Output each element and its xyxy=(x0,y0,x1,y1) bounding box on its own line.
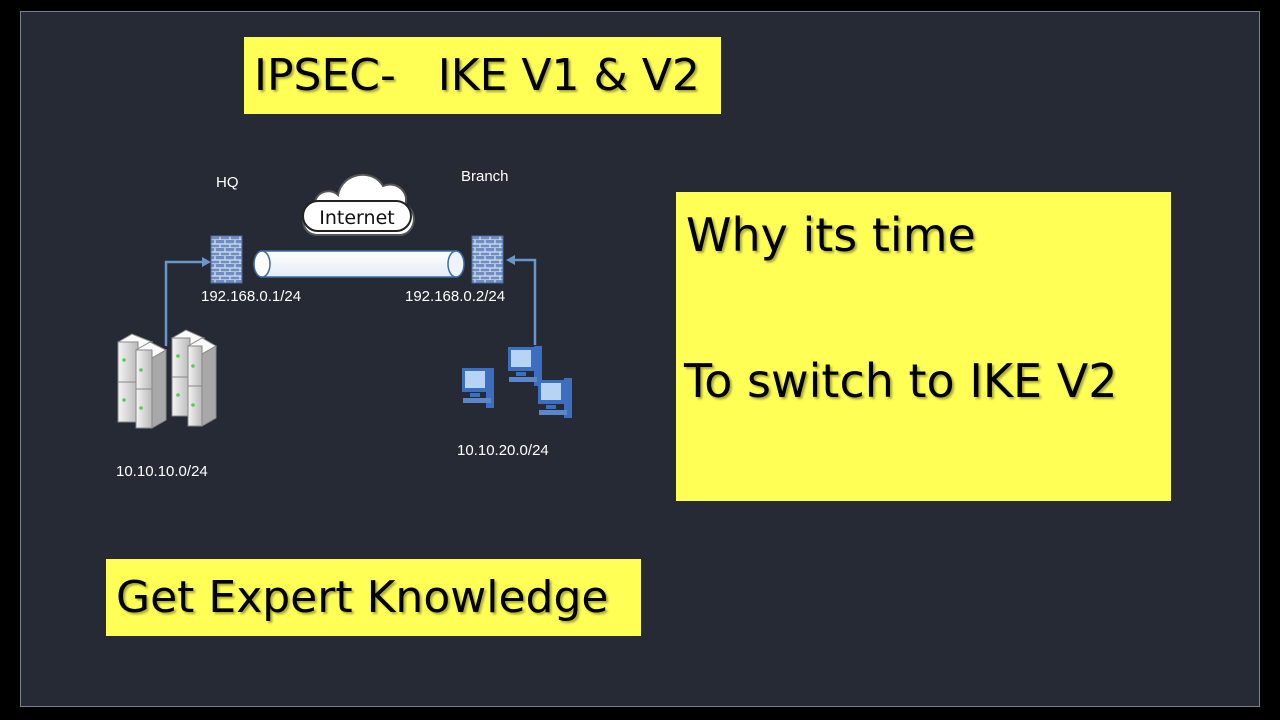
branch-subnet-label: 10.10.20.0/24 xyxy=(457,442,549,459)
hq-subnet-label: 10.10.10.0/24 xyxy=(116,463,208,480)
branch-link-arrow xyxy=(506,255,535,345)
hq-firewall-icon xyxy=(211,236,242,283)
vpn-tunnel xyxy=(254,251,464,277)
branch-workstations-icon xyxy=(462,346,572,418)
branch-firewall-icon xyxy=(472,236,503,283)
hq-label: HQ xyxy=(216,174,239,191)
internet-cloud-label: Internet xyxy=(302,200,412,232)
branch-label: Branch xyxy=(461,168,509,185)
branch-ip-label: 192.168.0.2/24 xyxy=(405,288,505,305)
hq-ip-label: 192.168.0.1/24 xyxy=(201,288,301,305)
